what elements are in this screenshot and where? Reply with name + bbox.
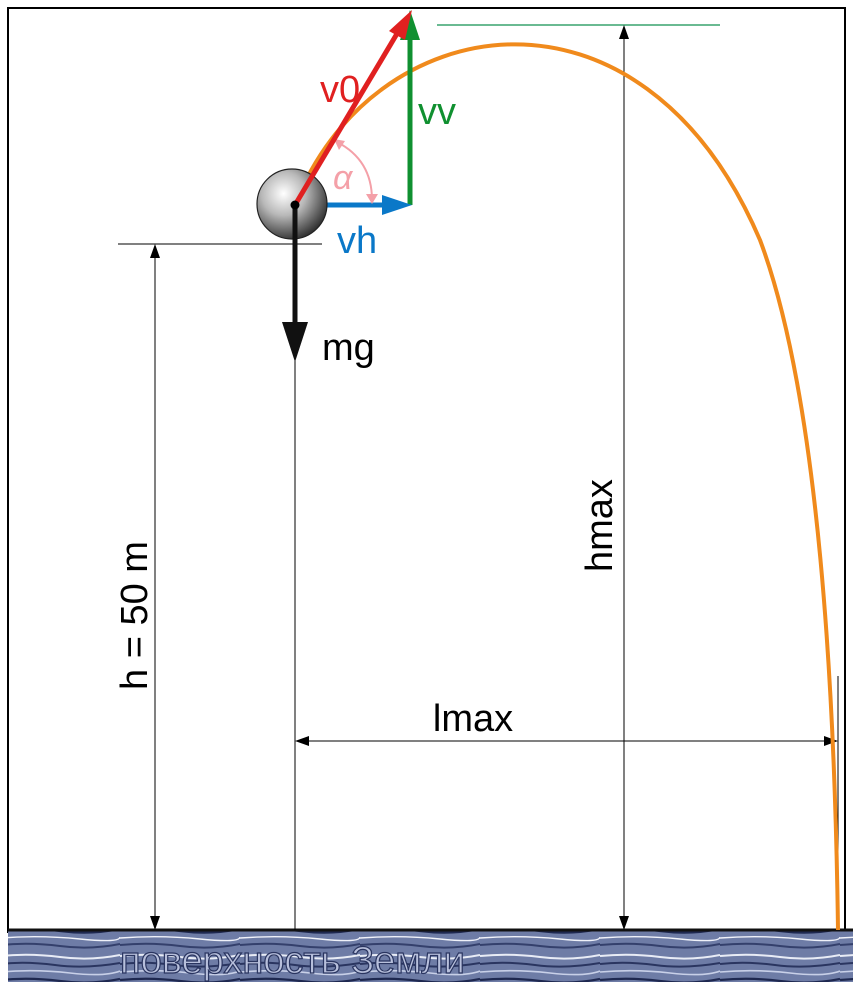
hmax-dimension	[619, 25, 629, 930]
vv-label: vv	[418, 91, 456, 133]
launch-point	[290, 200, 300, 210]
frame	[7, 7, 846, 933]
ground-label: поверхность Земли	[120, 940, 465, 982]
alpha-label: α	[333, 159, 354, 197]
vh-label: vh	[337, 220, 377, 262]
hmax-label: hmax	[579, 479, 621, 572]
height-label: h = 50 m	[114, 541, 156, 690]
mg-vector	[282, 205, 308, 362]
alpha-arc	[336, 141, 373, 201]
mg-label: mg	[322, 327, 375, 369]
lmax-label: lmax	[433, 698, 513, 740]
v0-label: v0	[320, 69, 360, 111]
alpha-arc-head-bottom	[366, 194, 378, 204]
alpha-arc-head-top	[334, 139, 345, 150]
ground-surface	[8, 930, 853, 982]
v0-vector	[292, 10, 412, 207]
height-dimension	[150, 244, 160, 930]
